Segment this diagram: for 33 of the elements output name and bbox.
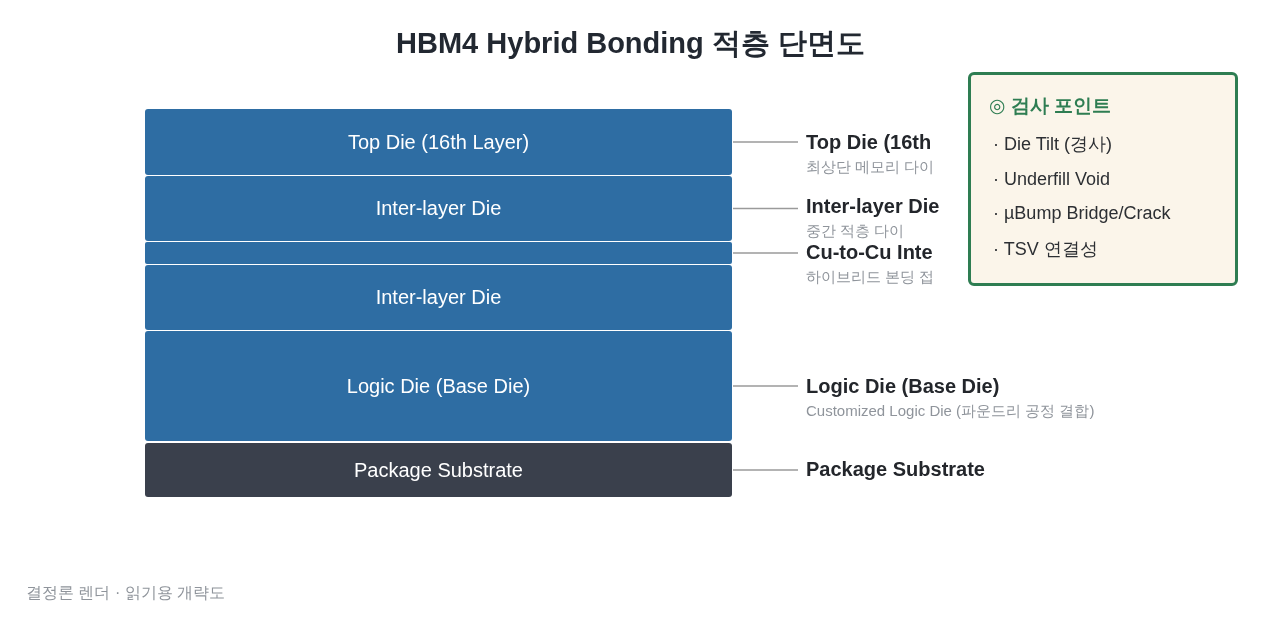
layer-name: Top Die (16th — [806, 131, 933, 153]
layer-name: Package Substrate — [806, 458, 985, 480]
die-layer — [145, 109, 732, 175]
layer-label: Logic Die (Base Die) — [346, 374, 531, 398]
inspection-item: · Die Tilt (경사) — [992, 133, 1113, 156]
layer-label: Inter-layer Die — [375, 286, 502, 309]
layer-description: 하이브리드 본딩 접 — [806, 268, 935, 286]
leader-line — [732, 207, 799, 210]
leader-line — [732, 141, 799, 143]
inspection-item: · TSV 연결성 — [992, 238, 1099, 261]
layer-label: Top Die (16th Layer) — [347, 130, 530, 154]
layer-name: Logic Die (Base Die) — [806, 375, 1001, 397]
substrate-layer — [145, 443, 732, 497]
layer-label: Package Substrate — [354, 458, 523, 482]
leader-line — [732, 469, 799, 471]
layer-description: Customized Logic Die (파운드리 공정 결합) — [806, 402, 1095, 420]
layer-description: 중간 적층 다이 — [806, 222, 906, 240]
inspection-item: · Underfill Void — [992, 169, 1112, 190]
layer-description: 최상단 메모리 다이 — [806, 158, 935, 176]
inspection-callout — [968, 72, 1238, 286]
callout-heading: ◎ 검사 포인트 — [989, 94, 1113, 118]
footer-note: 결정론 렌더 · 읽기용 개략도 — [26, 583, 226, 603]
interface-layer — [145, 242, 732, 264]
leader-line — [732, 385, 799, 387]
layer-name: Cu-to-Cu Inte — [806, 241, 934, 263]
inspection-item: · µBump Bridge/Crack — [992, 203, 1172, 224]
leader-line — [732, 252, 799, 254]
die-layer — [145, 265, 732, 330]
diagram-title: HBM4 Hybrid Bonding 적층 단면도 — [395, 26, 866, 61]
layer-name: Inter-layer Die — [806, 195, 940, 217]
die-layer — [145, 331, 732, 441]
layer-label: Inter-layer Die — [375, 197, 502, 220]
die-layer — [145, 176, 732, 241]
